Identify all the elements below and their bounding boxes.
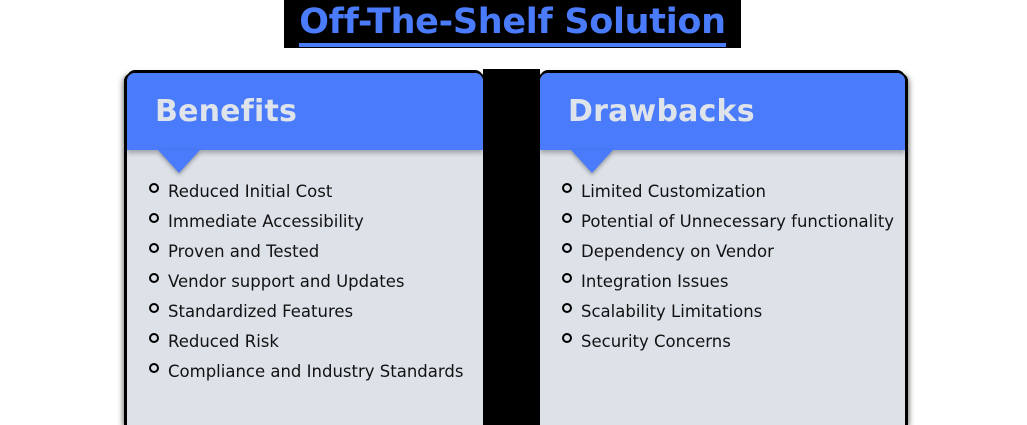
benefits-header-label: Benefits (155, 94, 298, 129)
list-item: Dependency on Vendor (562, 237, 895, 267)
list-item-label: Limited Customization (581, 182, 766, 201)
list-item: Vendor support and Updates (149, 267, 473, 297)
ring-bullet-icon (149, 213, 159, 223)
list-item-label: Vendor support and Updates (168, 272, 405, 291)
list-item-label: Compliance and Industry Standards (168, 362, 464, 381)
list-item-label: Immediate Accessibility (168, 212, 364, 231)
ring-bullet-icon (562, 243, 572, 253)
list-item: Potential of Unnecessary functionality (562, 207, 895, 237)
drawbacks-list: Limited Customization Potential of Unnec… (540, 150, 905, 357)
slide-title-bar: Off-The-Shelf Solution (284, 0, 741, 48)
list-item: Compliance and Industry Standards (149, 357, 473, 387)
triangle-pointer-icon (158, 150, 200, 173)
center-divider-band (483, 69, 540, 425)
list-item-label: Reduced Initial Cost (168, 182, 333, 201)
benefits-card: Benefits Reduced Initial Cost Immediate … (127, 73, 483, 425)
list-item-label: Security Concerns (581, 332, 731, 351)
triangle-pointer-icon (571, 150, 613, 173)
list-item-label: Standardized Features (168, 302, 354, 321)
ring-bullet-icon (149, 243, 159, 253)
ring-bullet-icon (562, 273, 572, 283)
list-item: Limited Customization (562, 177, 895, 207)
list-item: Reduced Initial Cost (149, 177, 473, 207)
ring-bullet-icon (562, 213, 572, 223)
list-item: Security Concerns (562, 327, 895, 357)
list-item-label: Scalability Limitations (581, 302, 763, 321)
ring-bullet-icon (149, 333, 159, 343)
ring-bullet-icon (562, 333, 572, 343)
benefits-list: Reduced Initial Cost Immediate Accessibi… (127, 150, 483, 387)
list-item-label: Proven and Tested (168, 242, 320, 261)
list-item: Scalability Limitations (562, 297, 895, 327)
ring-bullet-icon (149, 183, 159, 193)
list-item-label: Potential of Unnecessary functionality (581, 212, 895, 231)
benefits-card-header: Benefits (127, 73, 483, 173)
ring-bullet-icon (562, 303, 572, 313)
list-item: Integration Issues (562, 267, 895, 297)
ring-bullet-icon (149, 273, 159, 283)
drawbacks-card-header: Drawbacks (540, 73, 905, 173)
list-item-label: Dependency on Vendor (581, 242, 774, 261)
list-item: Standardized Features (149, 297, 473, 327)
ring-bullet-icon (149, 363, 159, 373)
drawbacks-header-label: Drawbacks (568, 94, 755, 129)
page-title: Off-The-Shelf Solution (299, 2, 726, 47)
list-item-label: Reduced Risk (168, 332, 279, 351)
ring-bullet-icon (562, 183, 572, 193)
list-item: Proven and Tested (149, 237, 473, 267)
drawbacks-card: Drawbacks Limited Customization Potentia… (540, 73, 905, 425)
list-item: Immediate Accessibility (149, 207, 473, 237)
list-item-label: Integration Issues (581, 272, 729, 291)
ring-bullet-icon (149, 303, 159, 313)
list-item: Reduced Risk (149, 327, 473, 357)
